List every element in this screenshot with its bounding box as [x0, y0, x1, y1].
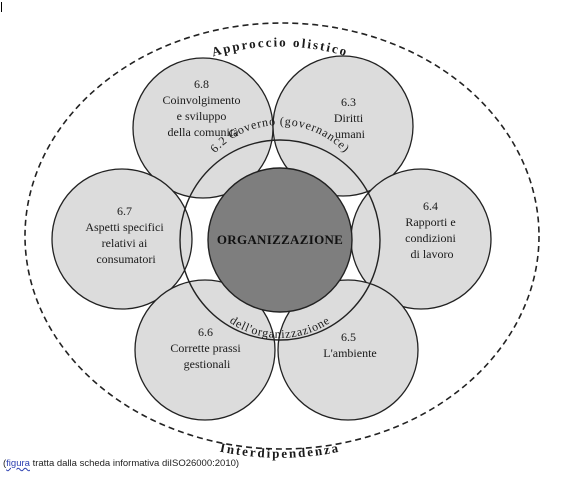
- petal-6-3-line: 6.3: [341, 95, 356, 109]
- petal-6-4-line: di lavoro: [411, 247, 454, 261]
- organization-circle: [207, 167, 353, 313]
- petal-6-7-line: relativi ai: [102, 236, 148, 250]
- petal-6-6: [134, 279, 276, 421]
- caption-rest: tratta dalla scheda informativa diISO260…: [29, 458, 240, 469]
- caption-link-figura[interactable]: figura: [6, 458, 30, 469]
- petal-6-5-label: 6.5 L'ambiente: [323, 330, 376, 360]
- figure-caption: (figura tratta dalla scheda informativa …: [3, 458, 239, 469]
- petal-6-4-line: Rapporti e: [405, 215, 455, 229]
- petal-6-8-line: e sviluppo: [177, 109, 227, 123]
- petal-6-8-line: Coinvolgimento: [163, 93, 241, 107]
- petal-6-7-line: consumatori: [96, 252, 156, 266]
- outer-dashed-boundary: [24, 22, 540, 450]
- petal-6-6-line: gestionali: [184, 357, 231, 371]
- petal-6-4-line: 6.4: [423, 199, 438, 213]
- petal-6-3-line: umani: [335, 127, 366, 141]
- petal-6-7: [51, 168, 193, 310]
- petal-6-5-line: 6.5: [341, 330, 356, 344]
- caption-prefix: (: [3, 458, 7, 469]
- outer-bottom-label: Interdipendenza: [219, 440, 339, 461]
- petal-6-6-line: 6.6: [198, 325, 213, 339]
- center-label: ORGANIZZAZIONE: [217, 232, 343, 247]
- petal-6-8-label: 6.8 Coinvolgimento e sviluppo della comu…: [163, 77, 244, 139]
- petal-6-4-label: 6.4 Rapporti e condizioni di lavoro: [405, 199, 459, 261]
- petal-6-7-line: Aspetti specifici: [85, 220, 164, 234]
- outer-top-label: Approccio olistico: [210, 34, 349, 59]
- petal-6-8-line: della comunità: [168, 125, 240, 139]
- outer-top-text: Approccio olistico: [210, 34, 351, 59]
- petal-6-6-label: 6.6 Corrette prassi gestionali: [170, 325, 243, 371]
- petal-6-5-line: L'ambiente: [323, 346, 376, 360]
- petal-6-6-line: Corrette prassi: [170, 341, 241, 355]
- petal-6-7-label: 6.7 Aspetti specifici relativi ai consum…: [85, 204, 166, 266]
- petal-6-5: [277, 279, 419, 421]
- petal-6-4-line: condizioni: [405, 231, 456, 245]
- governance-ring: [179, 139, 381, 341]
- petal-6-7-line: 6.7: [117, 204, 132, 218]
- petals-group: [51, 55, 492, 421]
- outer-bottom-text: Interdipendenza: [219, 440, 341, 461]
- petal-6-8-line: 6.8: [194, 77, 209, 91]
- petal-6-3-label: 6.3 Diritti umani: [334, 95, 366, 141]
- petal-6-3: [272, 55, 414, 197]
- text-cursor: [1, 2, 2, 12]
- petal-6-3-line: Diritti: [334, 111, 364, 125]
